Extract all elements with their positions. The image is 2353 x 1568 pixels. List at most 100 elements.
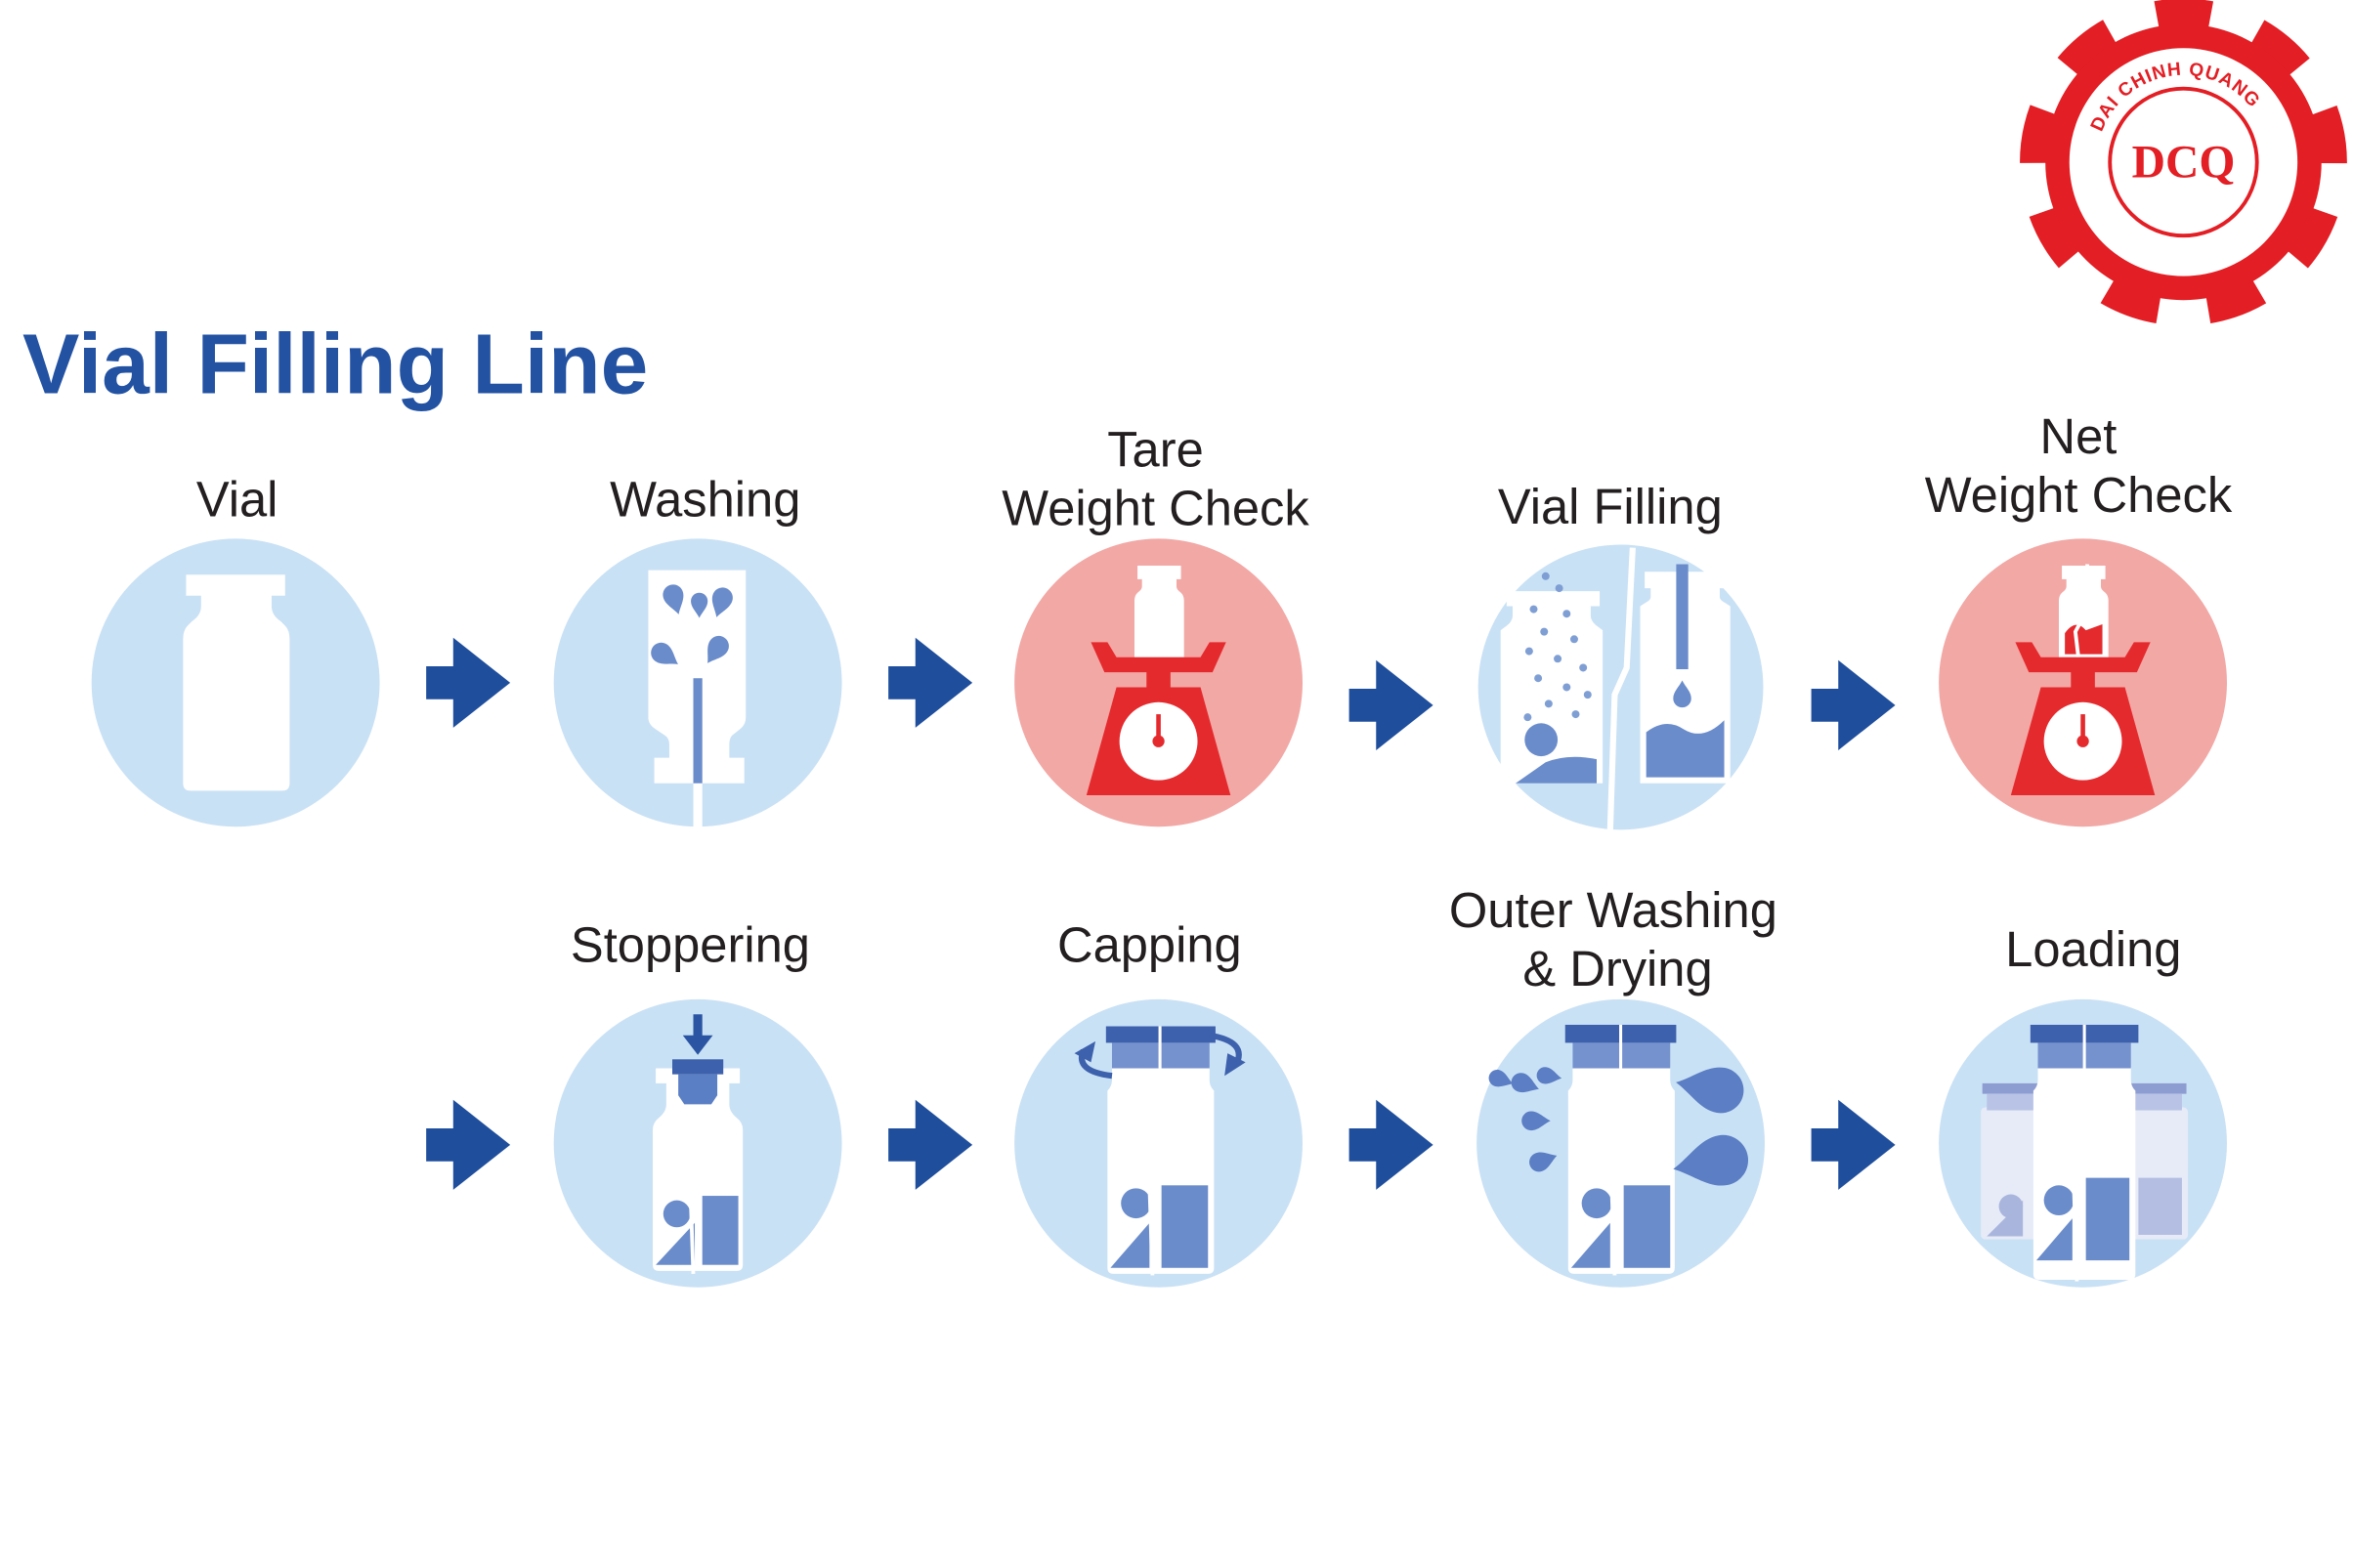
content-clump bbox=[663, 1200, 691, 1228]
air-swirl-icon bbox=[1673, 1134, 1749, 1186]
step-label-line-1: Net bbox=[2040, 408, 2118, 464]
vial-content bbox=[1161, 1185, 1209, 1268]
flow-arrow bbox=[1348, 659, 1433, 750]
powder-dot bbox=[1541, 572, 1550, 580]
flow-arrow bbox=[1348, 1099, 1433, 1190]
powder-pile bbox=[1516, 756, 1597, 784]
washing-needle-icon bbox=[693, 678, 703, 784]
split-line bbox=[2073, 564, 2090, 657]
dcq-logo: DAI CHINH QUANG DCQ bbox=[2020, 0, 2347, 326]
scale-pivot bbox=[2076, 735, 2089, 747]
powder-dot bbox=[1571, 710, 1580, 719]
content-clump bbox=[1121, 1188, 1151, 1219]
vial-content bbox=[702, 1196, 739, 1265]
arrow-right-icon bbox=[888, 1099, 973, 1190]
arrow-right-icon bbox=[1348, 659, 1433, 750]
front-vial-icon bbox=[2030, 1024, 2139, 1282]
scale-tray bbox=[2015, 642, 2151, 673]
step-label: Vial bbox=[196, 471, 278, 527]
empty-vial-icon bbox=[1134, 566, 1184, 657]
step-tare-weight-check: Tare Weight Check bbox=[1002, 422, 1309, 827]
cap-top bbox=[1982, 1082, 2040, 1094]
air-swirl-icon bbox=[1676, 1067, 1744, 1114]
powder-dot bbox=[1540, 627, 1549, 636]
scale-stem bbox=[1146, 670, 1171, 691]
powder-dot bbox=[1534, 674, 1543, 683]
powder-dot bbox=[1569, 635, 1578, 644]
powder-dot bbox=[1554, 655, 1562, 663]
flow-arrow bbox=[426, 1099, 511, 1190]
vial-content bbox=[2085, 1177, 2130, 1261]
liquid-fill bbox=[1646, 720, 1725, 778]
back-vial-left-icon bbox=[1981, 1082, 2047, 1240]
vial-content bbox=[2065, 623, 2103, 655]
arrow-right-icon bbox=[1811, 659, 1896, 750]
scale-stem bbox=[2071, 670, 2095, 691]
cap-split-line bbox=[1158, 1026, 1162, 1069]
water-droplet-icon bbox=[707, 635, 729, 663]
powder-dot bbox=[1555, 584, 1563, 593]
step-label-line-2: & Drying bbox=[1522, 941, 1712, 996]
down-arrow-icon bbox=[682, 1014, 713, 1055]
step-label-line-2: Weight Check bbox=[1002, 481, 1309, 536]
arrow-right-icon bbox=[426, 1099, 511, 1190]
powder-dot bbox=[1544, 699, 1553, 708]
powder-particles bbox=[1523, 572, 1592, 722]
flow-arrow bbox=[888, 1099, 973, 1190]
logo-white-disc bbox=[2069, 48, 2298, 276]
water-droplet-icon bbox=[1488, 1069, 1514, 1087]
powder-dot bbox=[1562, 683, 1571, 692]
logo-monogram: DCQ bbox=[2132, 137, 2236, 188]
vial-content bbox=[1623, 1185, 1671, 1268]
step-outer-washing-drying: Outer Washing & Drying bbox=[1449, 882, 1777, 1288]
split-line bbox=[688, 1110, 707, 1274]
cap-skirt bbox=[1987, 1093, 2035, 1111]
water-droplet-icon bbox=[691, 592, 708, 618]
vial-content bbox=[2138, 1177, 2182, 1235]
powder-clump bbox=[1524, 723, 1559, 757]
flow-arrow bbox=[1811, 659, 1896, 750]
step-net-weight-check: Net Weight Check bbox=[1925, 408, 2233, 827]
step-label-line-1: Outer Washing bbox=[1449, 882, 1777, 938]
scale-pivot bbox=[1152, 735, 1165, 747]
cap-top bbox=[2119, 1082, 2187, 1094]
water-droplet-icon bbox=[711, 587, 733, 617]
stopper-plug-icon bbox=[678, 1074, 718, 1105]
powder-vial-icon bbox=[1500, 591, 1604, 784]
flow-arrow bbox=[1811, 1099, 1896, 1190]
gear-teeth bbox=[2020, 0, 2347, 326]
step-stoppering: Stoppering bbox=[553, 916, 842, 1288]
cap-split-line bbox=[2082, 1024, 2086, 1069]
powder-dot bbox=[1562, 610, 1571, 618]
scale-icon bbox=[1086, 642, 1231, 796]
split-line bbox=[2072, 1069, 2091, 1282]
water-droplet-icon bbox=[663, 584, 684, 614]
arrow-right-icon bbox=[1811, 1099, 1896, 1190]
step-label-line-2: Weight Check bbox=[1925, 467, 2233, 523]
scale-tray bbox=[1091, 642, 1226, 673]
step-vial: Vial bbox=[91, 471, 380, 827]
step-label-line-1: Tare bbox=[1107, 422, 1204, 478]
step-label: Stoppering bbox=[571, 916, 810, 972]
stopper-top bbox=[672, 1059, 724, 1075]
water-droplet-icon bbox=[1511, 1073, 1539, 1093]
logo-inner-ring bbox=[2108, 86, 2259, 238]
step-label: Vial Filling bbox=[1498, 479, 1723, 534]
step-capping: Capping bbox=[1014, 916, 1303, 1288]
rotate-arrowhead-left bbox=[1074, 1040, 1096, 1063]
water-droplet-icon bbox=[651, 642, 678, 664]
step-label: Loading bbox=[2005, 921, 2181, 977]
water-droplet-icon bbox=[1521, 1111, 1551, 1131]
vial-body bbox=[1981, 1107, 2047, 1240]
cap-skirt bbox=[2124, 1093, 2182, 1111]
flow-arrow bbox=[426, 637, 511, 728]
cap-split-line bbox=[1619, 1024, 1623, 1069]
content-clump bbox=[2043, 1185, 2075, 1216]
liquid-drop-icon bbox=[1673, 680, 1691, 708]
water-droplet-icon bbox=[1529, 1152, 1558, 1172]
split-line bbox=[693, 780, 703, 831]
vial-icon bbox=[183, 574, 290, 791]
arrow-right-icon bbox=[426, 637, 511, 728]
rotate-arrowhead-right bbox=[1224, 1053, 1246, 1077]
